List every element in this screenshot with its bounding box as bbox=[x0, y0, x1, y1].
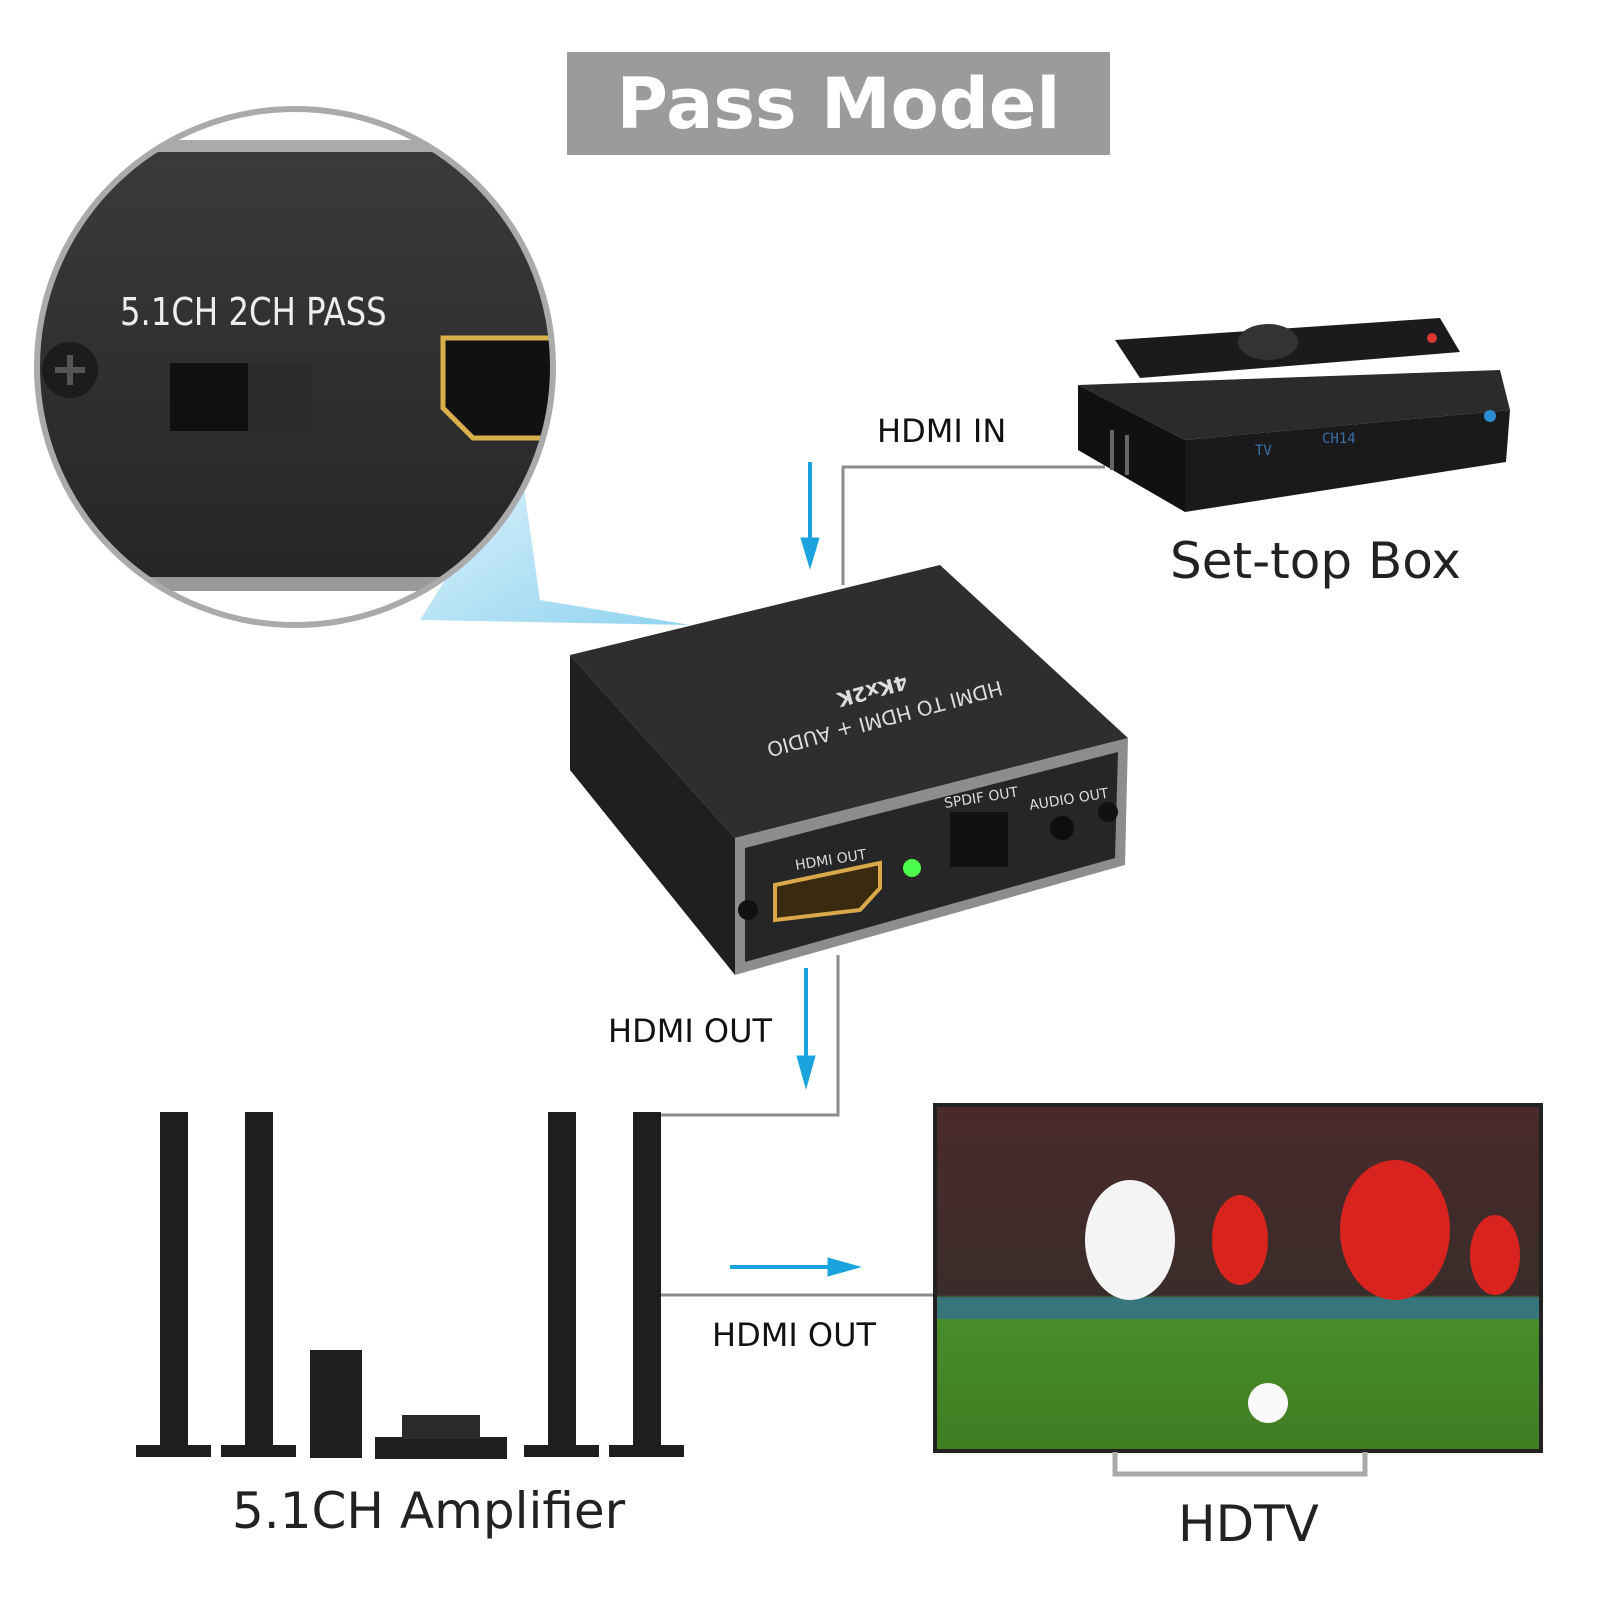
hdmi-in-label: HDMI IN bbox=[877, 412, 1007, 450]
page-title: Pass Model bbox=[616, 62, 1061, 145]
audio-jack bbox=[1050, 816, 1074, 840]
set-top-box-image: TV CH14 bbox=[1078, 318, 1510, 512]
hdmi-out-tv-label: HDMI OUT bbox=[712, 1316, 877, 1354]
hdmi-port-icon bbox=[440, 335, 553, 441]
amplifier-label: 5.1CH Amplifier bbox=[232, 1482, 626, 1540]
arrow-right-icon bbox=[827, 1257, 862, 1277]
arrow-down-icon bbox=[796, 1055, 816, 1090]
set-top-box-label: Set-top Box bbox=[1170, 532, 1461, 590]
hdmi-audio-extractor-device: HDMI TO HDMI + AUDIO 4Kx2K HDMI OUT SPDI… bbox=[570, 565, 1128, 975]
hdtv-label: HDTV bbox=[1178, 1495, 1319, 1553]
stb-display-left: TV bbox=[1255, 443, 1272, 459]
hdmi-out-amp-label: HDMI OUT bbox=[608, 1012, 773, 1050]
zoom-inset bbox=[37, 109, 553, 625]
spdif-port bbox=[950, 812, 1008, 867]
speaker-set-image bbox=[136, 1112, 684, 1459]
switch-label: 5.1CH 2CH PASS bbox=[120, 290, 387, 334]
stb-display-right: CH14 bbox=[1322, 431, 1356, 447]
power-led bbox=[903, 859, 921, 877]
hdtv-image bbox=[933, 1103, 1543, 1477]
zoom-beam bbox=[420, 460, 690, 625]
title-banner: Pass Model bbox=[567, 52, 1110, 155]
arrow-down-icon bbox=[800, 537, 820, 570]
power-icon bbox=[1484, 410, 1496, 422]
hdmi-in-line bbox=[841, 465, 1105, 585]
hdmi-out-port bbox=[773, 860, 882, 923]
hdmi-out-amp-line bbox=[660, 955, 840, 1117]
